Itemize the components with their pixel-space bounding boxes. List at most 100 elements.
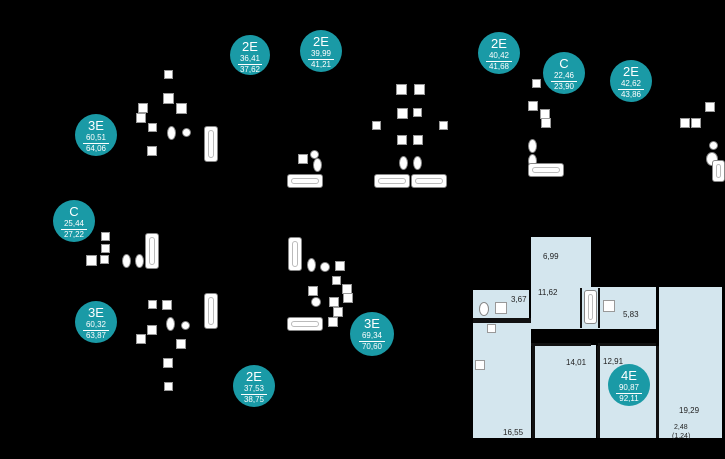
toilet-icon <box>307 258 316 272</box>
bathtub-icon <box>287 317 323 331</box>
area-divider <box>618 89 644 90</box>
wall <box>580 288 582 328</box>
sink-icon <box>100 255 109 264</box>
sink-icon <box>495 302 507 314</box>
area-divider <box>486 61 512 62</box>
room-bedroom-1 <box>534 345 596 438</box>
unit-area-total: 92,11 <box>619 394 639 403</box>
wall <box>531 343 591 346</box>
unit-type: 3E <box>364 316 380 331</box>
bathtub-icon <box>204 126 218 162</box>
washer-icon <box>528 101 538 111</box>
area-divider <box>241 394 267 395</box>
room-area-label: 5,83 <box>623 310 639 319</box>
room-area-label: 14,01 <box>566 358 587 367</box>
washer-icon <box>86 255 97 266</box>
wall <box>473 318 531 323</box>
sink-icon <box>164 382 173 391</box>
toilet-icon <box>709 141 718 150</box>
washer-icon <box>487 324 496 333</box>
sink-icon <box>372 121 381 130</box>
sink-icon <box>439 121 448 130</box>
sink-icon <box>164 70 173 79</box>
sink-icon <box>603 300 615 312</box>
room-living <box>659 287 722 438</box>
sink-icon <box>308 286 318 296</box>
unit-badge[interactable]: 3E 60,51 64,06 <box>75 114 117 156</box>
bathtub-icon <box>145 233 159 269</box>
area-divider <box>83 330 109 331</box>
unit-type: 3E <box>88 305 104 320</box>
unit-badge[interactable]: 3E 60,32 63,87 <box>75 301 117 343</box>
bathtub-icon <box>584 290 597 324</box>
sink-icon <box>176 339 186 349</box>
unit-area-total: 70,60 <box>361 342 383 351</box>
washer-icon <box>705 102 715 112</box>
unit-badge[interactable]: 2E 37,53 38,75 <box>233 365 275 407</box>
unit-badge[interactable]: C 25,44 27,22 <box>53 200 95 242</box>
area-divider <box>358 341 386 342</box>
sink-icon <box>148 300 157 309</box>
unit-area-total: 27,22 <box>63 230 85 239</box>
unit-area-total: 63,87 <box>85 331 107 340</box>
toilet-icon <box>528 139 537 153</box>
unit-badge[interactable]: 3E 69,34 70,60 <box>350 312 394 356</box>
unit-badge[interactable]: C 22,46 23,90 <box>543 52 585 94</box>
unit-area-total: 64,06 <box>85 144 107 153</box>
washer-icon <box>414 84 425 95</box>
toilet-icon <box>181 321 190 330</box>
room-area-label: (1,24) <box>672 433 691 440</box>
unit-area-total: 23,90 <box>553 82 575 91</box>
plan-unit-badge[interactable]: 4E 90,87 92,11 <box>608 364 650 406</box>
wall <box>598 343 656 346</box>
unit-area-total: 37,62 <box>239 65 261 74</box>
bathtub-icon <box>528 163 564 177</box>
washer-icon <box>343 293 353 303</box>
unit-area-living: 42,62 <box>620 79 642 88</box>
unit-badge[interactable]: 2E 36,41 37,62 <box>230 35 270 75</box>
toilet-icon <box>167 126 176 140</box>
room-area-label: 11,62 <box>538 288 558 297</box>
sink-icon <box>397 108 408 119</box>
toilet-icon <box>182 128 191 137</box>
unit-badge[interactable]: 2E 40,42 41,68 <box>478 32 520 74</box>
sink-icon <box>333 307 343 317</box>
unit-area-living: 40,42 <box>488 51 510 60</box>
sink-icon <box>163 93 174 104</box>
unit-area-total: 41,21 <box>310 60 332 69</box>
unit-area-living: 39,99 <box>310 49 332 58</box>
area-divider <box>308 59 334 60</box>
unit-type: 2E <box>246 369 262 384</box>
unit-area-living: 69,34 <box>361 331 383 340</box>
washer-icon <box>475 360 485 370</box>
toilet-icon <box>311 297 321 307</box>
room-area-label: 19,29 <box>679 406 700 415</box>
sink-icon <box>148 123 157 132</box>
sink-icon <box>413 108 422 117</box>
sink-icon <box>691 118 701 128</box>
unit-area-living: 22,46 <box>553 71 575 80</box>
washer-icon <box>138 103 148 113</box>
room-area-label: 12,91 <box>603 357 624 366</box>
room-kitchen <box>473 323 531 438</box>
toilet-icon <box>313 158 322 172</box>
toilet-icon <box>479 302 489 316</box>
unit-type: 2E <box>242 39 258 54</box>
sink-icon <box>101 232 110 241</box>
wall <box>656 346 659 438</box>
unit-badge[interactable]: 2E 42,62 43,86 <box>610 60 652 102</box>
unit-area-living: 60,51 <box>85 133 107 142</box>
toilet-icon <box>413 156 422 170</box>
room-area-label: 3,67 <box>511 295 527 304</box>
toilet-icon <box>320 262 330 272</box>
sink-icon <box>335 261 345 271</box>
sink-icon <box>176 103 187 114</box>
sink-icon <box>162 300 172 310</box>
unit-badge[interactable]: 2E 39,99 41,21 <box>300 30 342 72</box>
sink-icon <box>397 135 407 145</box>
bathtub-icon <box>712 160 725 182</box>
bathtub-icon <box>204 293 218 329</box>
unit-type: 2E <box>313 34 329 49</box>
area-divider <box>551 81 577 82</box>
unit-area-total: 38,75 <box>243 395 265 404</box>
